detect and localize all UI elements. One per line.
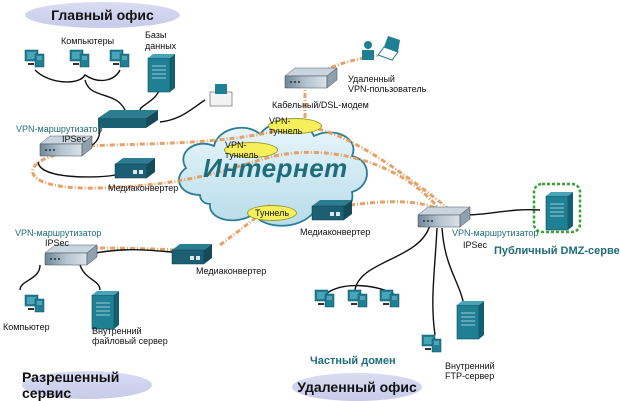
ftp-server-label-1: Внутренний (445, 361, 495, 371)
file-server-label-2: файловый сервер (92, 336, 168, 346)
cable-lines (19, 69, 541, 336)
database-server (147, 53, 176, 93)
computers-label: Компьютеры (61, 36, 115, 46)
private-domain-computer-1 (314, 289, 335, 308)
dmz-server (545, 191, 574, 231)
zone-main-office: Главный офис (25, 2, 180, 28)
remote-router-label-1: VPN-маршрутизатор (452, 228, 539, 238)
remote-user-label-2: VPN-пользователь (348, 84, 427, 94)
remote-office-vpn-router (417, 206, 471, 228)
tunnel-badge-bottom: Туннель (247, 205, 297, 221)
ftp-server-label-2: FTP-сервер (445, 371, 495, 381)
main-office-computer-3 (109, 49, 130, 68)
databases-label-1: Базы (145, 30, 167, 40)
main-office-computer-2 (69, 49, 90, 68)
remote-media-converter-label: Медиаконвертер (300, 227, 371, 237)
main-office-media-converter (114, 157, 156, 179)
allowed-service-media-converter (171, 243, 213, 265)
private-domain-computer-3 (379, 289, 400, 308)
main-office-computer-1 (24, 49, 45, 68)
vpn-tunnel-badge-mid: VPN-туннель (224, 140, 278, 160)
remote-office-media-converter (311, 199, 353, 221)
dsl-modem (284, 67, 338, 89)
main-router-label-1: VPN-маршрутизатор (16, 124, 103, 134)
computer-label: Компьютер (3, 322, 50, 332)
remote-user-icon (362, 36, 400, 61)
internal-ftp-server (456, 300, 485, 340)
allowed-media-converter-label: Медиаконвертер (196, 266, 267, 276)
allowed-router-label-2: IPSec (45, 238, 70, 248)
dmz-server-label: Публичный DMZ-сервер (494, 245, 620, 257)
zone-allowed-service: Разрешенный сервис (22, 369, 152, 401)
file-server-label-1: Внутренний (92, 326, 142, 336)
private-domain-label: Частный домен (310, 355, 396, 367)
vpn-tunnel-badge-top: VPN-туннель (268, 116, 322, 136)
main-router-label-2: IPSec (62, 134, 87, 144)
main-media-converter-label: Медиаконвертер (108, 183, 179, 193)
remote-user-label-1: Удаленный (348, 74, 395, 84)
databases-label-2: данных (145, 41, 177, 51)
printer-icon (209, 84, 233, 107)
dsl-modem-label: Кабельный/DSL-модем (272, 100, 369, 110)
allowed-router-label-1: VPN-маршрутизатор (15, 228, 102, 238)
main-office-switch (98, 110, 158, 128)
internal-file-server (91, 290, 120, 330)
ftp-workstation (421, 334, 442, 353)
private-domain-computer-2 (347, 289, 368, 308)
allowed-service-computer (24, 294, 45, 313)
remote-router-label-2: IPSec (463, 240, 488, 250)
zone-remote-office: Удаленный офис (292, 373, 422, 401)
dmz-boundary (532, 182, 582, 234)
